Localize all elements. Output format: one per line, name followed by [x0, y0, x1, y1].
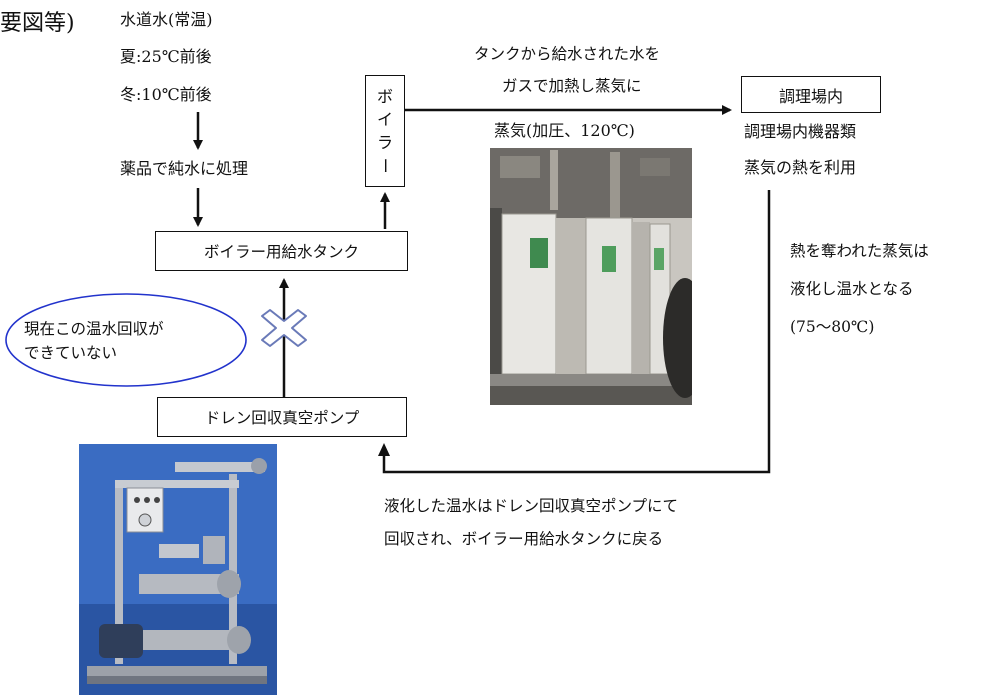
warning-bubble-line2: できていない	[24, 344, 118, 362]
source-water-summer: 夏:25℃前後	[120, 47, 212, 66]
kitchen-note-line2: 蒸気の熱を利用	[744, 158, 857, 177]
heating-note-line1: タンクから給水された水を	[474, 45, 661, 63]
kitchen-box: 調理場内	[741, 76, 881, 113]
pump-box: ドレン回収真空ポンプ	[157, 397, 407, 437]
boiler-photo	[490, 148, 692, 405]
source-water-title: 水道水(常温)	[120, 10, 213, 29]
boiler-char-2: イ	[376, 109, 393, 129]
warning-bubble-line1: 現在この温水回収が	[24, 320, 164, 338]
boiler-char-1: ボ	[376, 86, 393, 106]
boiler-box: ボ イ ラ ー	[365, 75, 405, 187]
kitchen-note-line1: 調理場内機器類	[744, 122, 857, 141]
source-water-winter: 冬:10℃前後	[120, 85, 212, 104]
header-fragment: 要図等)	[0, 11, 75, 36]
feed-tank-box: ボイラー用給水タンク	[155, 231, 408, 271]
heating-note-line2: ガスで加熱し蒸気に	[502, 77, 642, 95]
return-note-line2: 回収され、ボイラー用給水タンクに戻る	[384, 530, 664, 548]
return-line	[382, 190, 771, 474]
pump-photo	[79, 444, 277, 695]
condensate-note-line1: 熱を奪われた蒸気は	[790, 242, 929, 260]
condensate-note-line3: (75〜80℃)	[790, 318, 875, 336]
return-note-line1: 液化した温水はドレン回収真空ポンプにて	[384, 497, 679, 515]
condensate-note-line2: 液化し温水となる	[790, 280, 914, 298]
cross-mark-icon	[261, 309, 307, 347]
boiler-char-4: ー	[375, 157, 395, 174]
warning-bubble-outline	[5, 293, 247, 387]
steam-label: 蒸気(加圧、120℃)	[494, 121, 635, 140]
boiler-char-3: ラ	[376, 133, 393, 152]
treatment-label: 薬品で純水に処理	[120, 159, 249, 178]
